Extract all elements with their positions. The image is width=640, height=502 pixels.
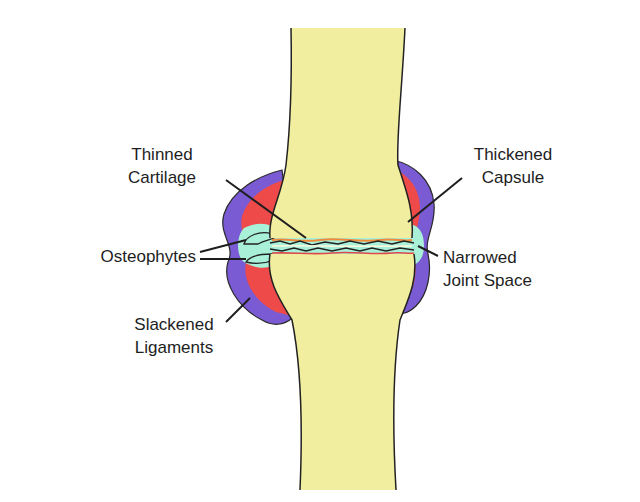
leader-lines [200,178,462,322]
lower-bone-outline [269,254,415,490]
lower-bone [269,254,415,490]
part-label: Slackened Ligaments [118,313,230,359]
joint-space [272,245,412,247]
part-label: Narrowed Joint Space [443,246,555,292]
part-label: Osteophytes [101,245,196,268]
cartilage-lower [272,252,414,253]
cartilage-upper [272,239,412,241]
leader-line [226,298,250,322]
leader-line [226,180,306,238]
upper-bone [270,28,413,238]
upper-bone-outline [270,28,413,238]
joint-line-upper [270,241,414,245]
leader-line [418,246,438,256]
part-label: Thinned Cartilage [102,143,222,189]
leader-line [408,178,462,222]
leader-line [200,240,246,252]
leader-line [200,258,246,260]
joint-line-lower [270,248,414,251]
part-label: Thickened Capsule [458,143,568,189]
